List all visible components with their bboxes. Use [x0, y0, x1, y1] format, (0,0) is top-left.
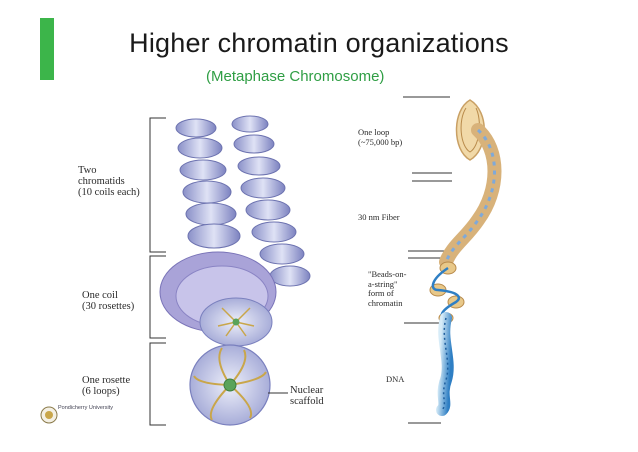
label-line: One loop: [358, 127, 390, 137]
label-one-loop: One loop (~75,000 bp): [358, 127, 403, 147]
label-line: (30 rosettes): [82, 301, 135, 312]
label-line: chromatin: [368, 297, 403, 308]
label-two-chromatids: Two chromatids (10 coils each): [78, 165, 140, 198]
label-line: form of: [368, 288, 394, 298]
label-line: One rosette: [82, 375, 131, 386]
slide-subtitle: (Metaphase Chromosome): [206, 68, 385, 85]
logo-line: Pondicherry University: [58, 405, 114, 411]
label-line: Nuclear: [290, 385, 324, 396]
label-line: (6 loops): [82, 386, 120, 397]
label-line: a-string": [368, 278, 398, 289]
left-brackets: [149, 117, 166, 426]
label-line: scaffold: [290, 396, 324, 407]
label-line: chromatids: [78, 176, 125, 187]
slide-title: Higher chromatin organizations: [129, 28, 509, 58]
chromatid-right: [231, 115, 311, 287]
label-line: One coil: [82, 290, 118, 301]
label-dna: DNA: [386, 374, 405, 384]
label-one-coil: One coil (30 rosettes): [82, 290, 134, 312]
accent-bar: [40, 18, 54, 80]
chromatid-left: [175, 118, 241, 249]
label-line: (10 coils each): [78, 187, 140, 198]
label-line: "Beads-on-: [368, 269, 407, 279]
label-line: (~75,000 bp): [358, 136, 403, 147]
label-nuclear-scaffold: Nuclear scaffold: [290, 385, 324, 407]
rosette: [189, 307, 271, 426]
label-beads-on-a-string: "Beads-on- a-string" form of chromatin: [368, 269, 407, 308]
coil-section: [159, 251, 277, 347]
label-30nm-fiber: 30 nm Fiber: [358, 212, 400, 222]
university-seal-icon: [40, 406, 58, 424]
dna-fiber: [429, 99, 502, 416]
label-one-rosette: One rosette (6 loops): [82, 375, 130, 397]
logo-text: Pondicherry University: [58, 405, 113, 411]
label-line: Two: [78, 165, 97, 176]
